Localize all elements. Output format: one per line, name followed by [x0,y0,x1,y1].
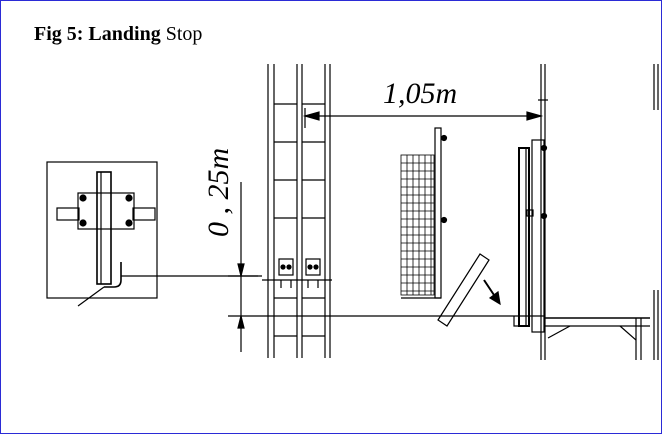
horizontal-dimension [302,108,544,128]
safety-gate [513,139,548,333]
vertical-dimension-label: 0 , 25m [202,148,235,237]
detail-inset [46,161,158,307]
mesh-panel [400,154,435,296]
mesh-post [401,127,448,299]
caption-subtitle: Stop [160,23,203,45]
ladder-rails [267,64,331,358]
landing-platform [545,290,659,360]
caption-title: Fig 5: Landing [34,23,161,45]
vertical-dimension [228,182,545,352]
horizontal-dimension-label: 1,05m [383,77,457,110]
swing-bar [437,253,490,327]
figure-caption: Fig 5: Landing Stop [34,23,202,46]
motion-arrow [483,279,501,306]
rail-clamps [262,258,332,288]
right-wall [538,64,659,360]
